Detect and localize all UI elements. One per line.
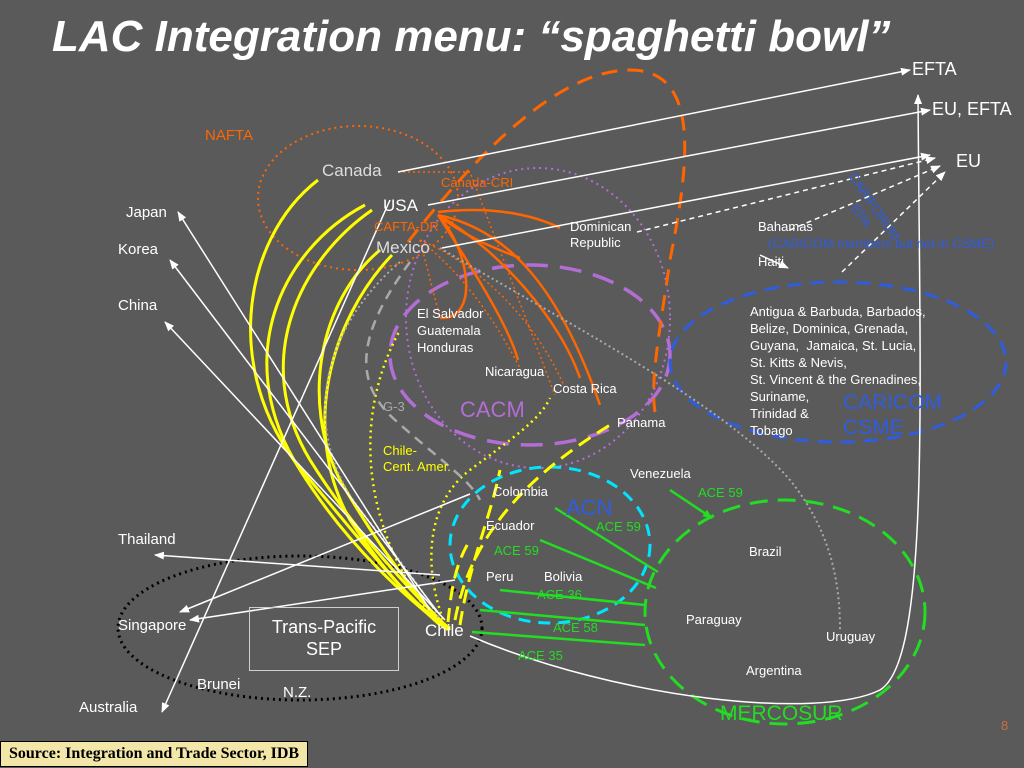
brazil-label: Brazil	[749, 544, 782, 559]
eu-label: EU	[956, 151, 982, 171]
japan-label: Japan	[126, 204, 167, 221]
colombia-label: Colombia	[493, 484, 548, 499]
bolivia-label: Bolivia	[544, 569, 583, 584]
mexico-label: Mexico	[376, 238, 430, 257]
mercosur-label: MERCOSUR	[720, 702, 843, 725]
australia-label: Australia	[79, 699, 138, 716]
paraguay-label: Paraguay	[686, 612, 742, 627]
acn-label: ACN	[566, 495, 613, 520]
ace35-label: ACE 35	[518, 648, 563, 663]
canada-cri-label: Canada-CRI	[441, 175, 514, 190]
thailand-label: Thailand	[118, 531, 176, 548]
caricom-ellipse	[668, 280, 1008, 444]
ace59-colombia-label: ACE 59	[494, 543, 539, 558]
venezuela-label: Venezuela	[630, 466, 691, 481]
bahamas-label: Bahamas	[758, 219, 813, 234]
g3-link	[365, 261, 482, 501]
ace59-ecuador-label: ACE 59	[596, 519, 641, 534]
canada-label: Canada	[322, 161, 382, 180]
cacm-ellipse	[388, 263, 672, 447]
mexico-uruguay-dotted	[439, 247, 841, 631]
ecuador-label: Ecuador	[486, 518, 535, 533]
korea-label: Korea	[118, 241, 159, 258]
bahamas-note-label: (CARICOM members but not in CSME)	[768, 236, 995, 251]
efta-label: EFTA	[912, 59, 957, 79]
ace58-label: ACE 58	[553, 620, 598, 635]
caricom-members-label: Antigua & Barbuda, Barbados, Belize, Dom…	[750, 304, 926, 438]
trans-pacific-ellipse	[116, 554, 484, 702]
nafta-efta-dashed-link	[406, 68, 687, 413]
panama-label: Panama	[617, 415, 666, 430]
nicaragua-label: Nicaragua	[485, 364, 545, 379]
slide-title: LAC Integration menu: “spaghetti bowl”	[52, 12, 891, 61]
haiti-label: Haiti	[758, 254, 785, 269]
china-label: China	[118, 297, 158, 314]
peru-label: Peru	[486, 569, 514, 584]
usa-label: USA	[383, 196, 418, 215]
chile-label: Chile	[425, 621, 464, 640]
chile-cacm-dotted	[369, 329, 552, 626]
cafta-dr-label: CAFTA-DR	[374, 219, 439, 234]
chile-yellow-links	[249, 178, 452, 632]
ace59-venezuela-label: ACE 59	[698, 485, 743, 500]
source-caption: Source: Integration and Trade Sector, ID…	[0, 741, 309, 767]
canada-cri-link	[398, 171, 556, 396]
singapore-label: Singapore	[118, 617, 187, 634]
chile-yellow-dashed	[446, 423, 611, 626]
mexico-chile-dotted	[324, 261, 441, 621]
caricom-label: CARICOM CSME	[843, 391, 943, 440]
brunei-label: Brunei	[197, 676, 241, 693]
eu-efta-label: EU, EFTA	[932, 99, 1012, 119]
cacm-label: CACM	[460, 397, 525, 422]
dominican-republic-label: Dominican Republic	[570, 219, 632, 250]
cacm-orbit-ellipse	[405, 167, 671, 469]
asia-arrows	[154, 199, 471, 713]
mercosur-ellipse	[643, 498, 927, 726]
chile-cent-amer-label: Chile- Cent. Amer.	[383, 443, 451, 474]
uruguay-label: Uruguay	[826, 629, 876, 644]
cafta-dr-links	[436, 208, 602, 406]
costa-rica-label: Costa Rica	[553, 381, 617, 396]
europe-arrows	[397, 67, 931, 705]
ace36-label: ACE 36	[537, 587, 582, 602]
haiti-arrow	[759, 254, 789, 269]
argentina-label: Argentina	[746, 663, 802, 678]
page-number: 8	[1001, 718, 1009, 733]
trans-pacific-box: Trans-Pacific SEP	[249, 607, 399, 671]
ace-links	[471, 488, 713, 647]
mexico-links	[419, 239, 566, 389]
epa-arrows	[636, 156, 946, 273]
g3-label: G-3	[383, 399, 405, 414]
nafta-label: NAFTA	[205, 127, 254, 144]
nz-label: N.Z.	[283, 684, 312, 701]
el-salvador-guatemala-honduras-label: El Salvador Guatemala Honduras	[417, 306, 484, 355]
